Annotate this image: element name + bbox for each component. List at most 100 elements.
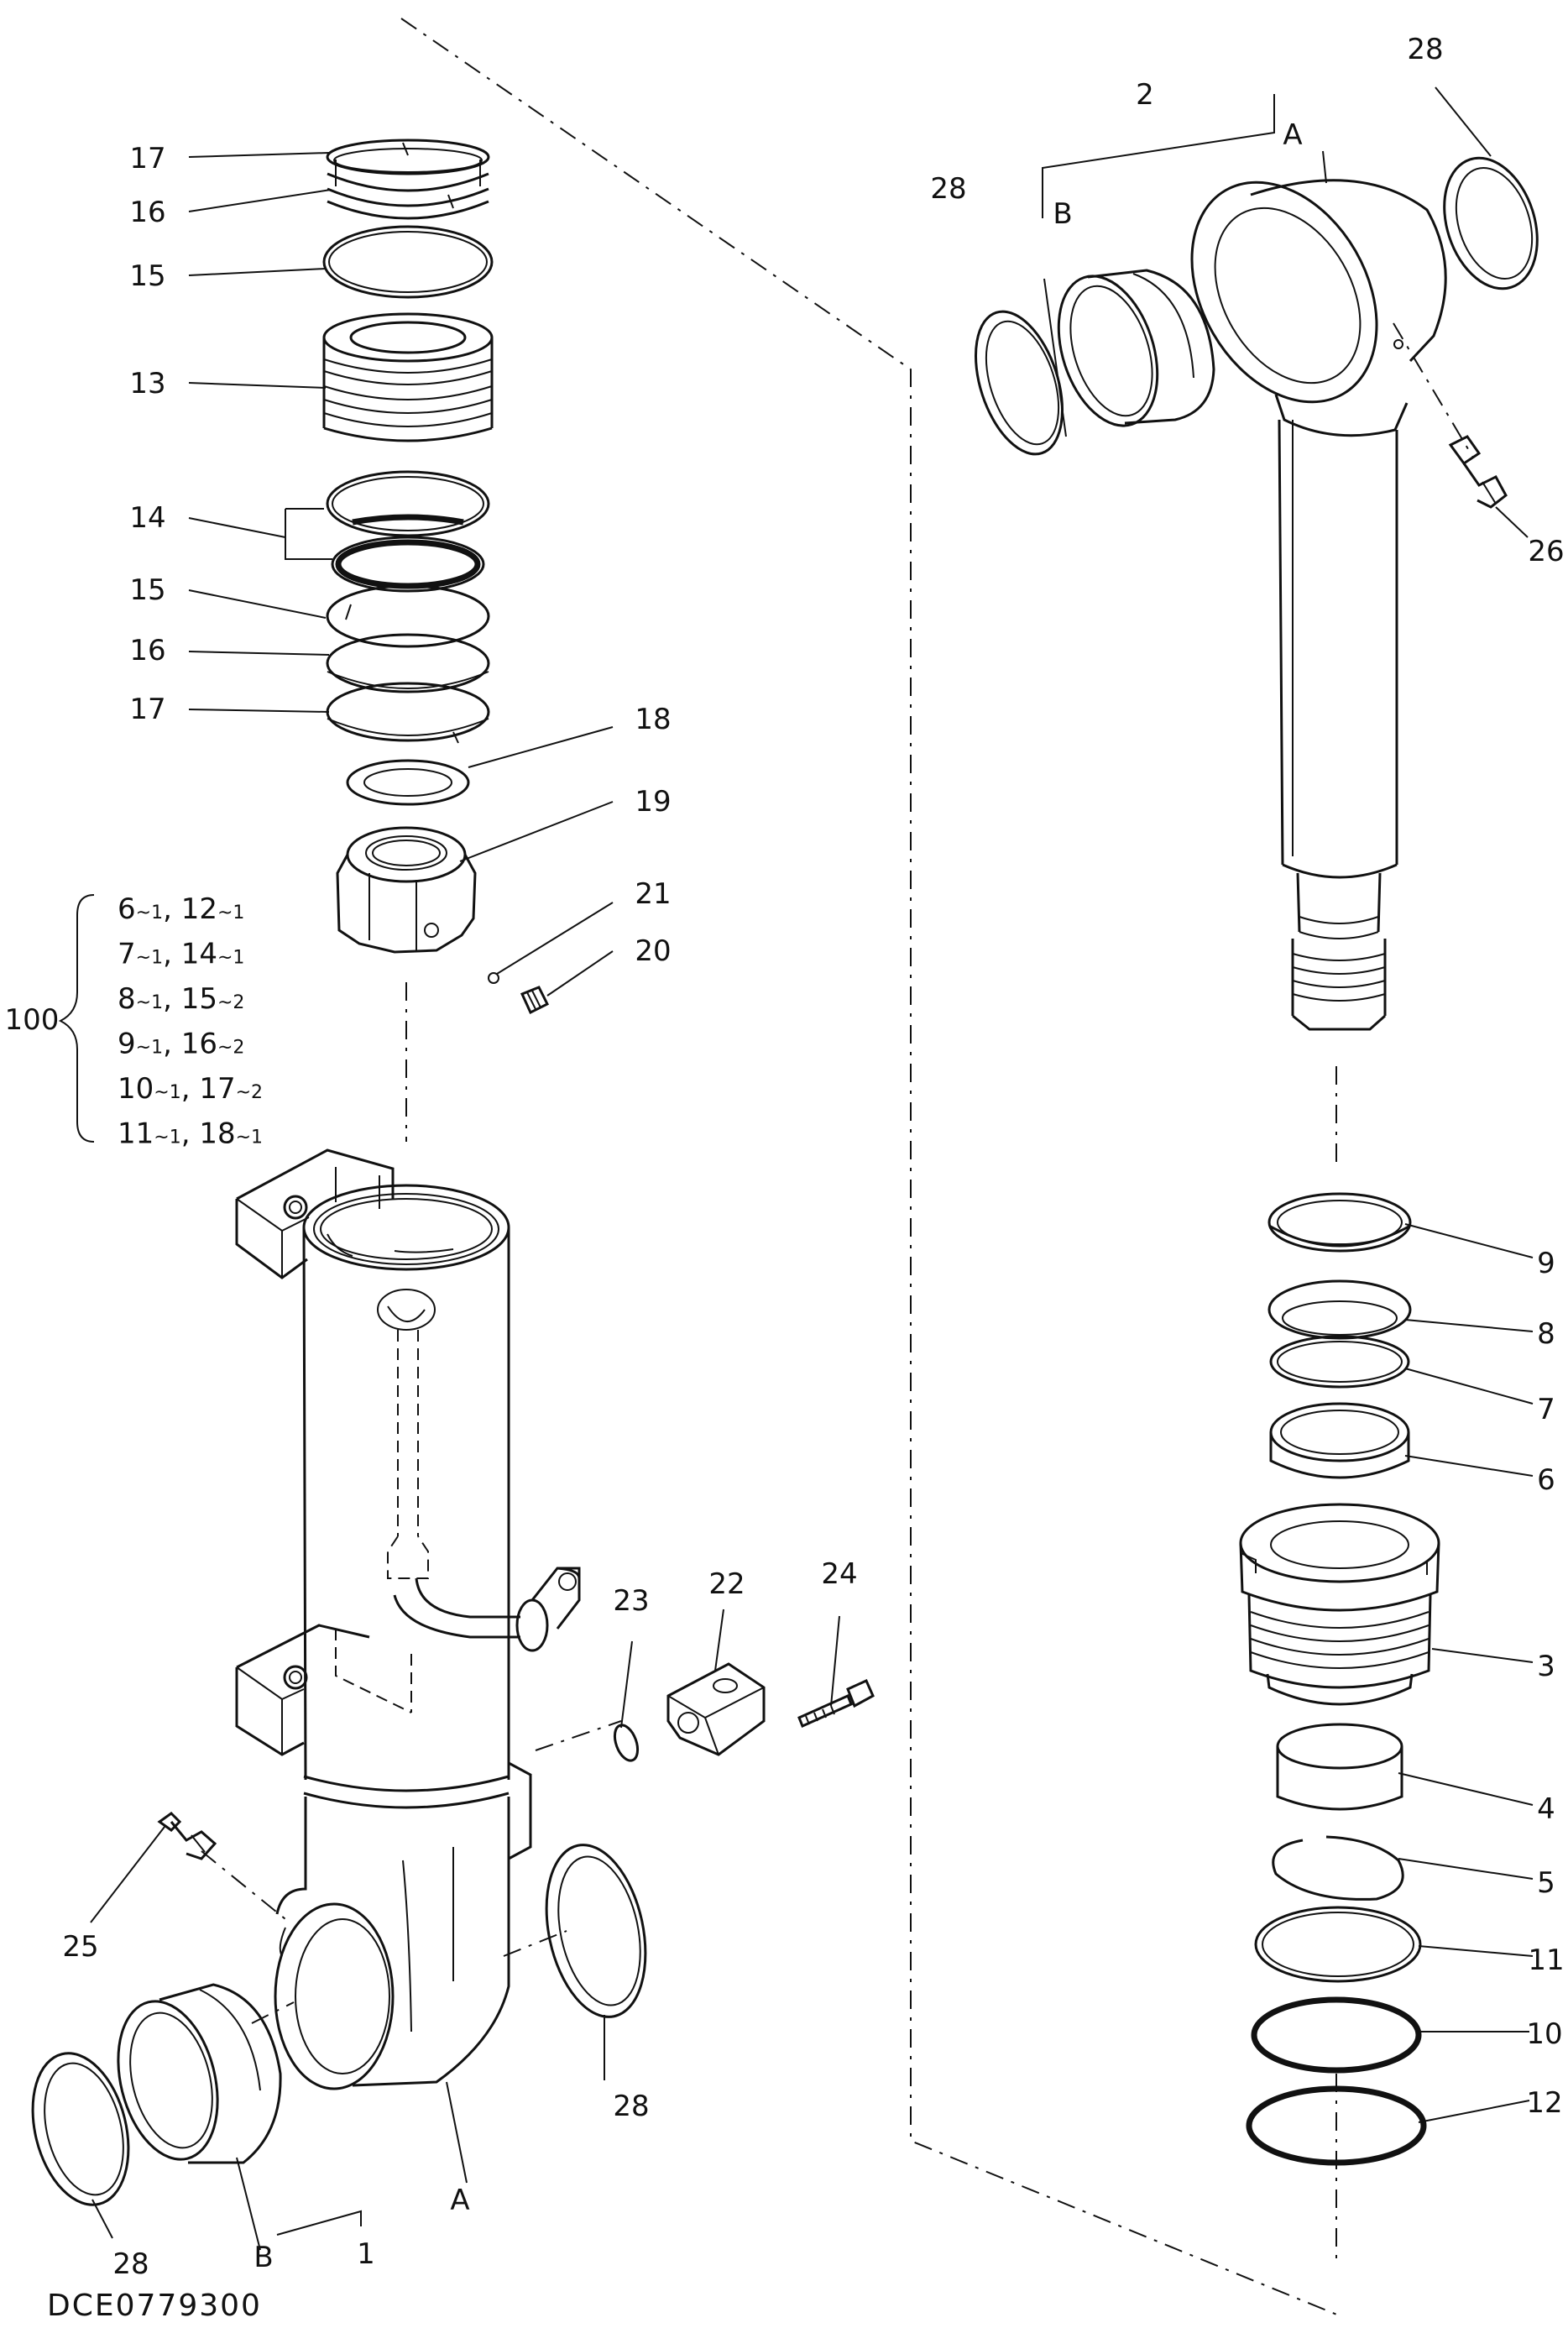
leader-lines	[90, 86, 1534, 2251]
kit-part-number: , 18	[181, 1117, 236, 1151]
axis-grease-rod	[1393, 322, 1474, 458]
part-22-flange	[666, 1662, 766, 1756]
part-4-bushing	[1276, 1723, 1403, 1811]
callout-12: 12	[1526, 2086, 1562, 2120]
part-15-ring-lower	[326, 584, 490, 648]
kit-part-number: 10	[118, 1072, 154, 1106]
kit-part-number: , 17	[181, 1072, 236, 1106]
callout-16-lower: 16	[129, 634, 165, 667]
kit-part-quantity: ~1	[136, 992, 163, 1013]
part-15-ring-top	[322, 225, 494, 299]
assembly-lines	[201, 18, 1474, 2318]
part-1-cylinder-tube	[235, 1148, 581, 2090]
part-10-o-ring	[1251, 1996, 1422, 2074]
callout-9: 9	[1537, 1247, 1555, 1280]
part-28-seal-rod-right	[1443, 156, 1539, 290]
callout-14: 14	[129, 501, 165, 535]
kit-part-number: 8	[118, 982, 136, 1016]
part-20-set-screw	[520, 986, 550, 1015]
kit-part-quantity: ~2	[217, 992, 244, 1013]
kit-100-list: 100 6~1, 12~17~1, 14~18~1, 15~29~1, 16~2…	[5, 892, 263, 1151]
callout-26: 26	[1528, 535, 1564, 568]
part-28-seal-rod-left	[974, 310, 1064, 456]
part-6-bushing	[1269, 1402, 1410, 1479]
part-7-ring	[1269, 1335, 1410, 1389]
kit-part-quantity: ~2	[236, 1082, 263, 1103]
part-8-seal	[1267, 1279, 1412, 1340]
callout-10: 10	[1526, 2017, 1562, 2051]
kit-part-quantity: ~2	[217, 1038, 244, 1059]
kit-part-number: , 12	[163, 892, 217, 926]
axis-seal-right	[503, 1930, 567, 1957]
part-16-ring-lower	[326, 633, 490, 693]
separator-line	[400, 18, 1344, 2318]
callout-17-lower: 17	[129, 693, 165, 726]
callout-28-right: 28	[613, 2090, 649, 2123]
callout-28-rod-left: 28	[930, 172, 966, 206]
part-28-seal-left	[31, 2052, 130, 2206]
callout-24: 24	[821, 1557, 857, 1591]
callout-28-rod-right: 28	[1407, 33, 1443, 66]
drawing-code: DCE0779300	[47, 2289, 262, 2323]
kit-part-quantity: ~1	[217, 948, 244, 969]
part-21-ball	[488, 972, 499, 984]
part-18-washer	[346, 759, 470, 806]
kit-part-quantity: ~1	[217, 902, 244, 923]
kit-part-quantity: ~1	[136, 948, 163, 969]
kit-part-quantity: ~1	[136, 1038, 163, 1059]
part-5-snap-ring	[1272, 1835, 1404, 1901]
callout-19: 19	[635, 785, 671, 819]
callout-2: 2	[1136, 78, 1154, 112]
part-b-bushing-rod	[1057, 269, 1215, 427]
kit-row: 8~1, 15~2	[118, 982, 244, 1016]
kit-part-number: 6	[118, 892, 136, 926]
part-3-rod-cover	[1239, 1503, 1440, 1706]
callout-15-lower: 15	[129, 573, 165, 607]
callout-13: 13	[129, 367, 165, 400]
callout-8: 8	[1537, 1317, 1555, 1351]
callout-11: 11	[1528, 1943, 1564, 1977]
callout-labels: 17 16 15 13 14 15 16 17 18 19 21 20 23 2…	[62, 33, 1564, 2281]
callout-23: 23	[613, 1584, 649, 1618]
callout-b-rod: B	[1053, 197, 1072, 231]
kit-part-quantity: ~1	[136, 902, 163, 923]
callout-7: 7	[1537, 1393, 1555, 1426]
kit-row: 10~1, 17~2	[118, 1072, 263, 1106]
kit-part-number: 9	[118, 1028, 136, 1061]
kit-row: 7~1, 14~1	[118, 938, 244, 971]
callout-1: 1	[357, 2237, 375, 2271]
callout-5: 5	[1537, 1866, 1555, 1900]
callout-17-top: 17	[129, 142, 165, 175]
part-28-seal-right	[545, 1844, 647, 2018]
part-b-bushing-left	[117, 1983, 282, 2164]
callout-16-top: 16	[129, 196, 165, 229]
part-12-o-ring	[1246, 2085, 1427, 2166]
kit-label: 100	[5, 1003, 60, 1037]
callout-21: 21	[635, 877, 671, 911]
callout-4: 4	[1537, 1792, 1555, 1826]
part-14-seal-set	[326, 470, 490, 593]
callout-28-left: 28	[112, 2247, 149, 2281]
kit-part-number: , 16	[163, 1028, 217, 1061]
part-23-o-ring	[613, 1724, 640, 1762]
kit-part-number: , 15	[163, 982, 217, 1016]
part-11-ring	[1254, 1906, 1422, 1983]
kit-row: 6~1, 12~1	[118, 892, 244, 926]
part-2-piston-rod	[1190, 179, 1447, 1031]
callout-15-top: 15	[129, 259, 165, 293]
part-25-grease-nipple	[157, 1812, 217, 1860]
part-26-grease-nipple	[1448, 435, 1508, 509]
part-13-piston	[322, 312, 494, 442]
callout-a-rod: A	[1283, 118, 1302, 152]
part-16-ring-top	[327, 187, 489, 220]
kit-part-quantity: ~1	[154, 1082, 180, 1103]
kit-100-bracket	[58, 894, 95, 1143]
part-9-seal	[1267, 1192, 1412, 1253]
callout-3: 3	[1537, 1650, 1555, 1683]
kit-row: 11~1, 18~1	[118, 1117, 263, 1151]
kit-row: 9~1, 16~2	[118, 1028, 244, 1061]
kit-part-number: 7	[118, 938, 136, 971]
callout-25: 25	[62, 1930, 98, 1964]
